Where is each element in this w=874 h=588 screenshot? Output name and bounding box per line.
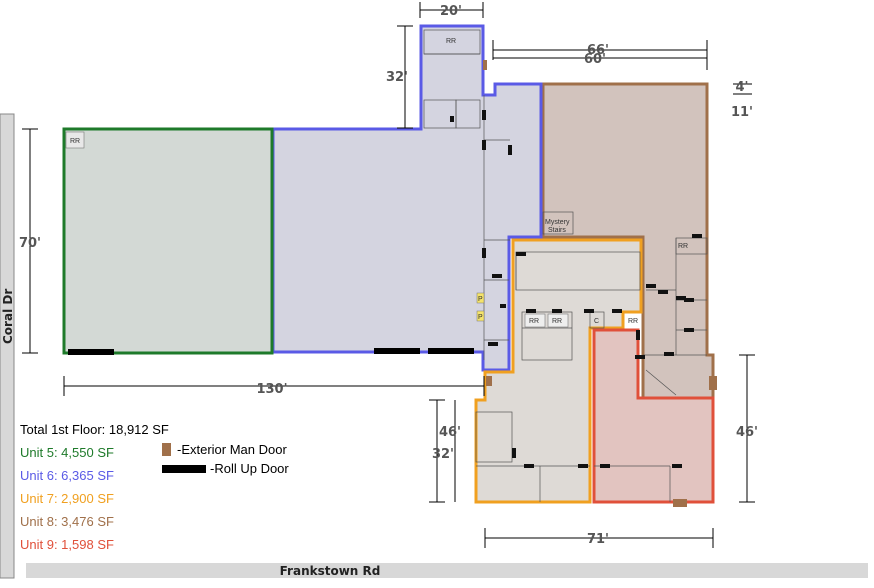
mystery-stairs-label-1: Mystery: [545, 219, 570, 226]
interior-walls: [423, 29, 708, 502]
exterior-man-door-1: [709, 376, 717, 390]
key-door-label: -Exterior Man Door: [177, 442, 287, 457]
exterior-man-door-3: [486, 376, 492, 386]
dim-bottom-right-width: 71': [587, 532, 609, 547]
coral-dr-label: Coral Dr: [1, 289, 15, 344]
legend-unit-5: Unit 5: 4,550 SF: [20, 445, 114, 460]
mystery-stairs-label-2: Stairs: [548, 227, 566, 234]
dim-left-height: 70': [19, 236, 41, 251]
frankstown-rd-road: [26, 563, 868, 578]
frankstown-rd-label: Frankstown Rd: [280, 564, 381, 578]
key-door-row: -Exterior Man Door: [162, 440, 289, 459]
symbol-key: -Exterior Man Door -Roll Up Door: [162, 440, 289, 478]
dim-top-height: 32': [386, 70, 408, 85]
rr-label-unit8: RR: [678, 243, 688, 250]
rr-label-unit7-a: RR: [529, 318, 539, 325]
dim-bottom-width: 130': [256, 382, 287, 397]
dim-right-height: 46': [736, 425, 758, 440]
key-roll-row: -Roll Up Door: [162, 459, 289, 478]
rr-label-unit9: RR: [628, 318, 638, 325]
p-label-2: P: [478, 314, 483, 321]
coral-dr-road: [0, 113, 15, 579]
legend-unit-6: Unit 6: 6,365 SF: [20, 468, 114, 483]
rr-box-2: [547, 313, 569, 328]
roll-swatch: [162, 464, 206, 473]
dim-lower-height-b: 32': [432, 447, 454, 462]
dim-right-small-a: 4': [735, 80, 748, 95]
legend-unit-8: Unit 8: 3,476 SF: [20, 514, 114, 529]
legend-unit-9: Unit 9: 1,598 SF: [20, 537, 114, 552]
rr-label-unit7-b: RR: [552, 318, 562, 325]
key-roll-label: -Roll Up Door: [210, 461, 289, 476]
dim-right-top-a: 66': [587, 43, 609, 58]
interior-doors: [450, 110, 702, 468]
roll-up-doors: [68, 348, 474, 355]
unit-legend: Total 1st Floor: 18,912 SF Unit 5: 4,550…: [20, 418, 169, 556]
legend-unit-7: Unit 7: 2,900 SF: [20, 491, 114, 506]
rr-label-unit5: RR: [70, 138, 80, 145]
p-label-1: P: [478, 296, 483, 303]
dim-right-top-b: 60': [584, 52, 606, 67]
dim-top-width: 20': [440, 4, 462, 19]
p-box-1: [476, 292, 485, 304]
door-swatch: [162, 443, 171, 456]
rr-label-top: RR: [446, 38, 456, 45]
closet-label: C: [594, 318, 599, 325]
total-floor-label: Total 1st Floor: 18,912 SF: [20, 422, 169, 437]
dim-lower-height-a: 46': [439, 425, 461, 440]
rr-box-1: [524, 313, 546, 328]
exterior-man-door-4: [483, 60, 487, 70]
unit-5-area: [62, 127, 274, 355]
p-box-2: [476, 310, 485, 322]
rr-box-unit5: [65, 131, 85, 149]
exterior-man-door-2: [673, 499, 687, 507]
dim-right-small-b: 11': [731, 105, 753, 120]
unit-7-area: [474, 238, 643, 504]
dimension-lines: [22, 2, 755, 548]
